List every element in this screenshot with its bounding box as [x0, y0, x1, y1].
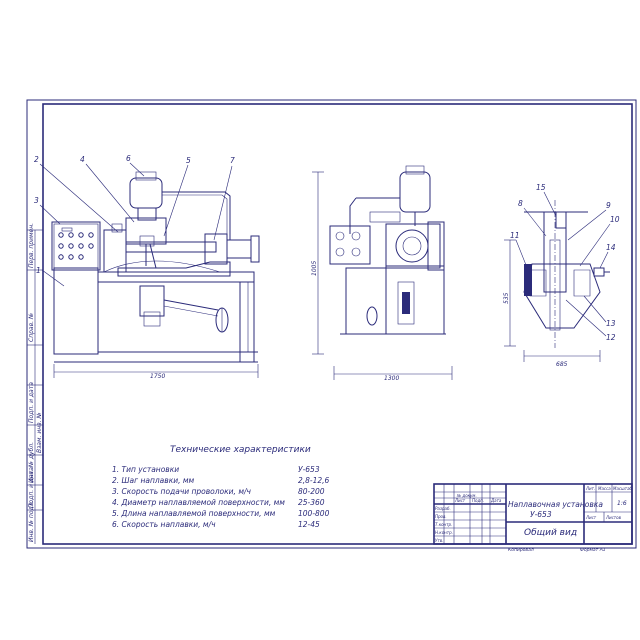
stamp-text: Справ. №	[28, 313, 35, 342]
tech-row-label: 4. Диаметр наплавляемой поверхности, мм	[112, 498, 285, 507]
tech-row-label: 1. Тип установки	[112, 465, 179, 474]
drawing-code: У-653	[530, 510, 552, 519]
side-workpiece	[395, 229, 429, 263]
gearbox	[139, 285, 165, 317]
side-base-left	[345, 267, 387, 335]
side-wire-reel	[399, 171, 431, 213]
col-header: № докум.	[456, 493, 477, 498]
drawing-name: Наплавочная установка	[508, 500, 603, 509]
callout-6: 6	[126, 154, 131, 163]
tech-row-label: 6. Скорость наплавки, м/ч	[112, 520, 216, 529]
stamp-text: Подп. и дата	[28, 467, 35, 508]
tech-row-value: 2,8-12,6	[298, 476, 330, 485]
dim-front-width: 1750	[150, 373, 165, 380]
stamp-text: Перв. примен.	[28, 223, 35, 268]
drawing-subtitle: Общий вид	[524, 528, 577, 538]
control-panel	[51, 221, 101, 271]
stamp-text: Подп. и дата	[28, 382, 35, 423]
callout-1: 1	[36, 266, 41, 275]
role-label: Т.контр.	[435, 522, 452, 527]
control-cabinet	[53, 267, 99, 355]
dim-detail-height: 535	[503, 292, 510, 304]
col-header: Дата	[490, 498, 502, 503]
callout-10: 10	[610, 215, 620, 224]
tech-row-value: 80-200	[298, 487, 325, 496]
stamp-text: Инв. № подл.	[28, 501, 35, 542]
tech-row-label: 5. Длина наплавляемой поверхности, мм	[112, 509, 276, 518]
callout-12: 12	[606, 333, 616, 342]
callout-4: 4	[80, 155, 85, 164]
front-view: 1750	[51, 171, 260, 380]
dim-side-width: 1300	[384, 375, 399, 382]
col-header: Лист	[454, 498, 466, 503]
side-view: 1005 1300	[311, 165, 453, 382]
callout-11: 11	[510, 231, 520, 240]
role-label: Утв.	[435, 538, 443, 543]
tech-row-label: 3. Скорость подачи проволоки, м/ч	[112, 487, 252, 496]
dim-front-height: 1005	[311, 261, 318, 276]
machine-bed	[97, 271, 255, 283]
carriage	[117, 261, 231, 277]
detail-callouts: 15 8 9 10 11 14 13 12	[510, 183, 620, 342]
headstock	[103, 229, 127, 273]
panel-knobs	[58, 227, 94, 260]
welding-head	[125, 217, 167, 245]
inner-frame	[42, 103, 633, 545]
callout-9: 9	[606, 201, 611, 210]
flux-pipe	[162, 191, 231, 240]
callout-3: 3	[34, 196, 39, 205]
title-block: Лист Изм. № докум. Подп. Дата Разраб. Пр…	[433, 483, 633, 553]
wire-reel	[129, 177, 163, 209]
detail-view: 535 685	[503, 200, 610, 368]
role-label: Н.контр.	[435, 530, 453, 535]
tech-row-label: 2. Шаг наплавки, мм	[112, 476, 195, 485]
callout-13: 13	[606, 319, 616, 328]
tech-row-value: 25-360	[298, 498, 325, 507]
col-header: Подп.	[472, 498, 484, 503]
callout-2: 2	[34, 155, 39, 164]
sheet-label: Лист	[585, 515, 597, 520]
callout-5: 5	[186, 156, 191, 165]
format-label: Формат А1	[580, 547, 606, 553]
lit-header: Лит.	[585, 486, 595, 491]
role-label: Пров.	[435, 514, 447, 519]
mass-header: Масса	[598, 486, 611, 491]
dim-detail-width: 685	[556, 361, 568, 368]
side-head	[329, 225, 371, 265]
callout-7: 7	[230, 156, 235, 165]
callout-15: 15	[536, 183, 546, 192]
callout-14: 14	[606, 243, 616, 252]
side-base-right	[385, 265, 445, 335]
copied-label: Копировал	[508, 547, 534, 553]
callout-8: 8	[518, 199, 523, 208]
scale-value: 1:6	[617, 500, 627, 507]
col-header-hidden: Изм.	[456, 498, 465, 503]
tech-row-value: У-653	[298, 465, 320, 474]
stamp-text: Инв. № дубл.	[28, 442, 35, 483]
stamp-text: Взам. инв. №	[36, 412, 43, 453]
scale-header: Масштаб	[613, 486, 633, 491]
front-callouts: 1 2 3 4 6 5 7	[34, 154, 235, 287]
sheets-label: Листов	[605, 515, 622, 520]
side-stamp-strip: Перв. примен. Справ. № Подп. и дата Инв.…	[27, 223, 43, 544]
role-label: Разраб.	[435, 506, 451, 511]
workpiece-shaft	[125, 241, 217, 253]
outer-frame	[26, 99, 637, 549]
tech-spec: Технические характеристики 1. Тип устано…	[112, 445, 330, 529]
tech-row-value: 12-45	[298, 520, 320, 529]
tech-title: Технические характеристики	[170, 445, 311, 455]
tech-row-value: 100-800	[298, 509, 330, 518]
